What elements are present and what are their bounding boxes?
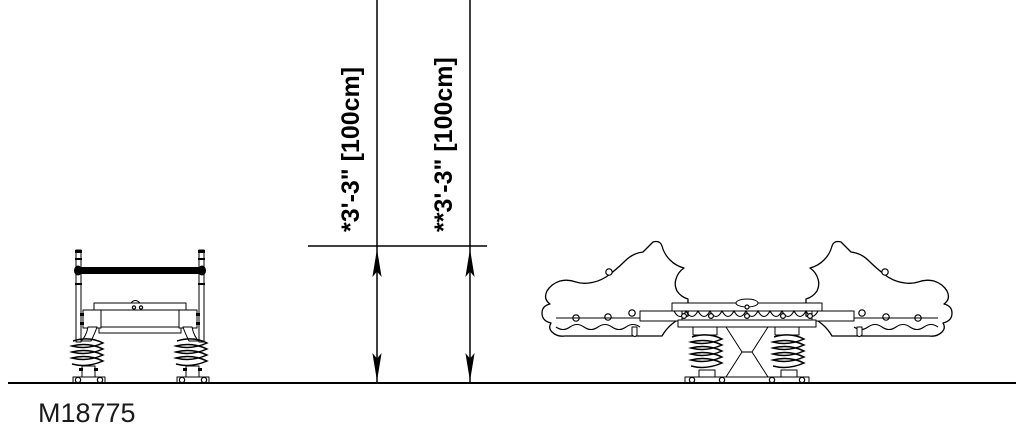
equipment-left-unit <box>71 249 210 384</box>
creature-seat-left <box>541 240 689 337</box>
coil-spring-right <box>175 338 210 384</box>
coil-spring-right-seesaw <box>772 326 806 380</box>
equipment-right-unit <box>541 240 953 384</box>
dimension-arrowheads-right <box>465 249 475 381</box>
dimension-label-right: **3'-3" [100cm] <box>430 57 458 232</box>
center-hourglass-column <box>725 326 769 378</box>
dimension-label-left: *3'-3" [100cm] <box>337 67 365 232</box>
coil-spring-left-seesaw <box>690 326 724 380</box>
dimension-group: *3'-3" [100cm] **3'-3" [100cm] <box>308 0 487 383</box>
scalloped-deck <box>671 298 823 328</box>
creature-seat-right <box>805 240 953 337</box>
coil-spring-left <box>71 338 106 384</box>
part-number-label: M18775 <box>38 398 136 428</box>
dimension-arrowheads-left <box>372 249 382 381</box>
seat-platform <box>80 300 200 342</box>
handlebar <box>74 265 206 276</box>
upright-posts <box>75 249 205 343</box>
